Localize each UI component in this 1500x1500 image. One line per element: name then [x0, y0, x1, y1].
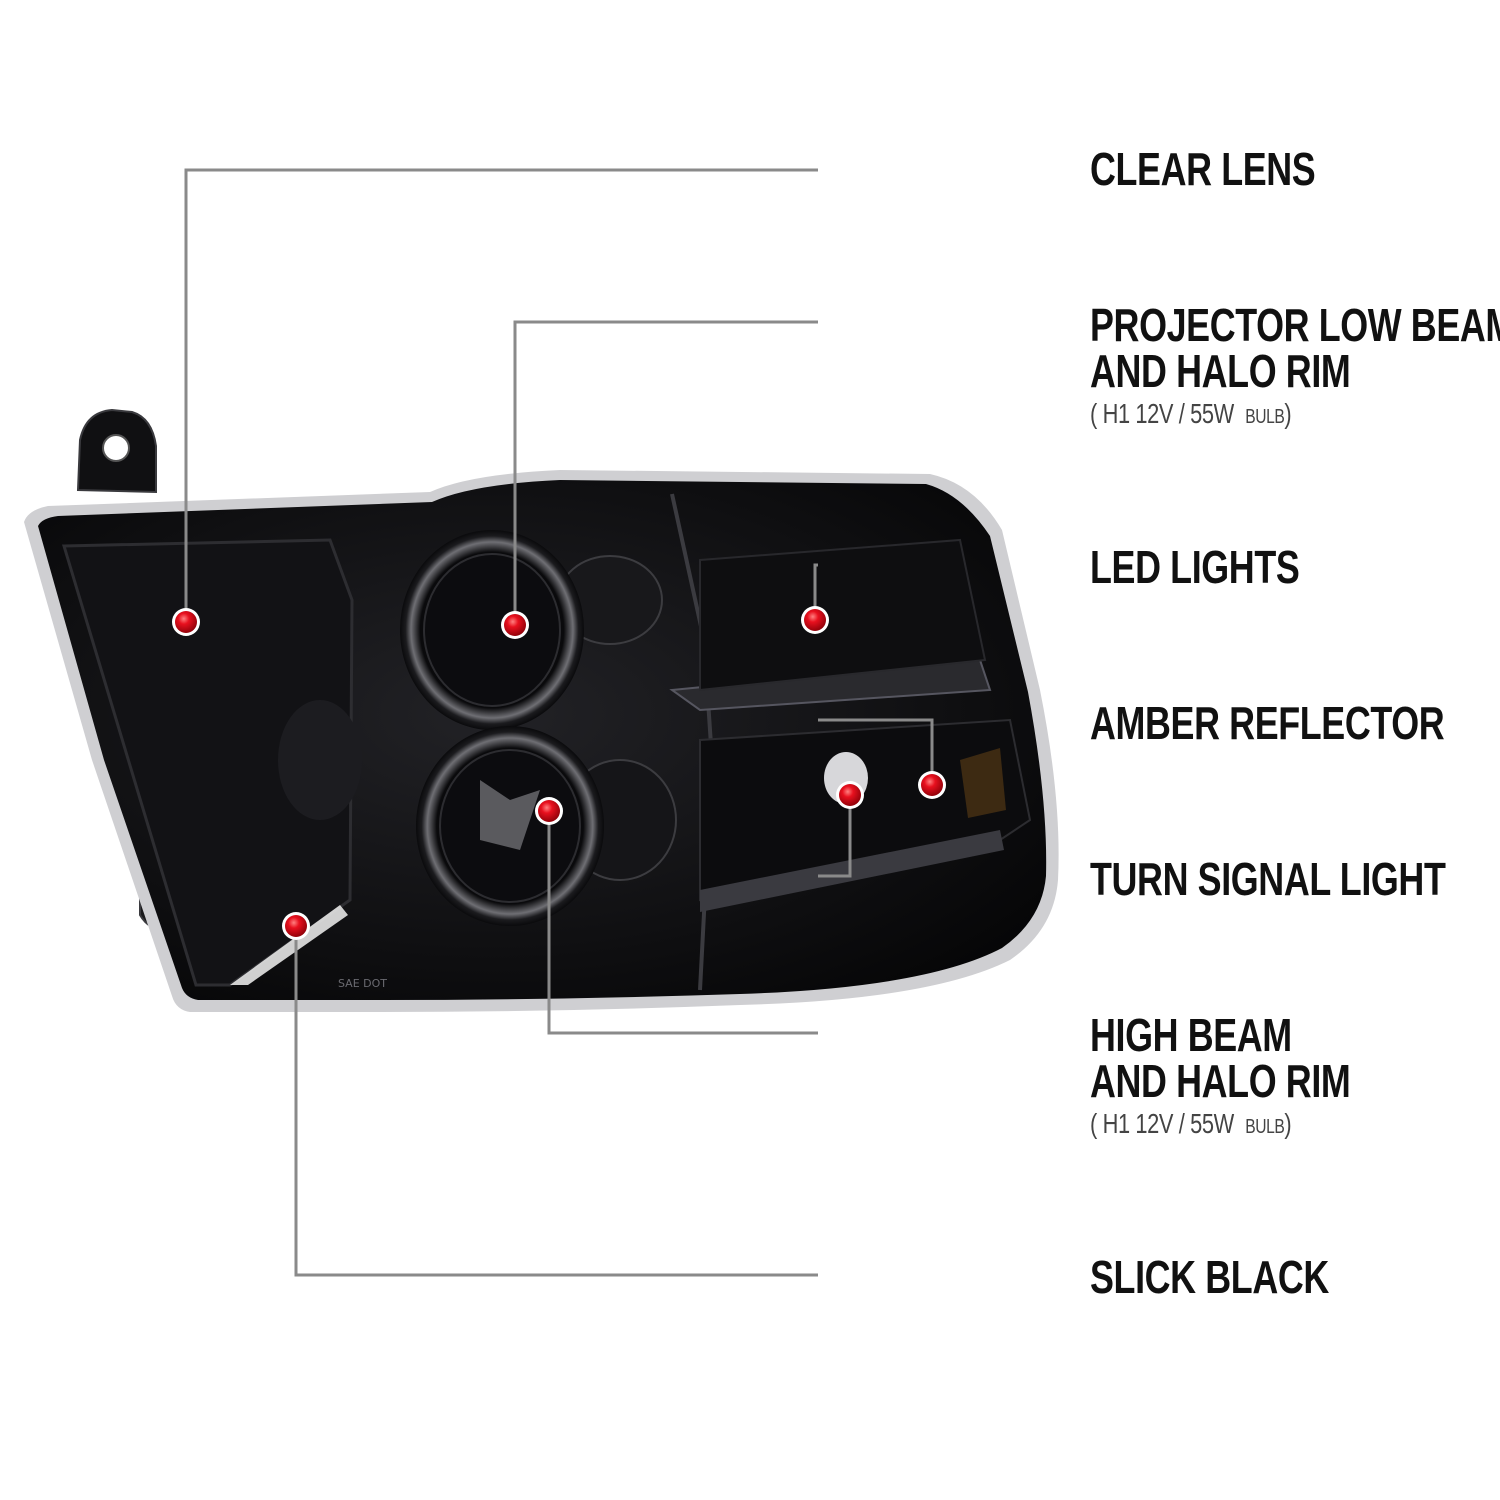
bulb-spec: ( H1 12V / 55W BULB): [1090, 1108, 1350, 1143]
clear-lens-panel: [61, 538, 354, 987]
callout-dot-clear-lens: [175, 611, 197, 633]
lens-reflection: [230, 905, 348, 985]
callout-title: HIGH BEAM: [1090, 1009, 1292, 1061]
leader-line-led-lights: [813, 563, 818, 620]
callout-high-beam: HIGH BEAM AND HALO RIM ( H1 12V / 55W BU…: [1090, 1009, 1351, 1143]
spec-main: H1 12V / 55W: [1102, 1108, 1235, 1139]
mount-hole-icon: [102, 434, 130, 462]
callout-dot-led-lights: [804, 609, 826, 631]
spec-main: H1 12V / 55W: [1102, 398, 1235, 429]
callout-dot-projector-low-beam: [504, 614, 526, 636]
callout-dot-amber-reflector: [921, 774, 943, 796]
callout-title-line-2: AND HALO RIM: [1090, 1055, 1351, 1107]
callout-projector-low-beam: PROJECTOR LOW BEAM AND HALO RIM ( H1 12V…: [1090, 302, 1500, 433]
lower-reflector: [699, 718, 1032, 902]
callout-title-line-2: AND HALO RIM: [1090, 345, 1351, 397]
headlight-housing: SAE DOT: [24, 408, 1059, 1012]
spec-bulb: BULB: [1245, 1116, 1285, 1138]
callout-slick-black: SLICK BLACK: [1090, 1254, 1329, 1300]
leader-line-high-beam: [547, 811, 818, 1035]
callout-title: PROJECTOR LOW BEAM: [1090, 299, 1500, 351]
callout-title: TURN SIGNAL LIGHT: [1090, 853, 1446, 905]
reflector-bar: [700, 830, 1004, 912]
callout-dot-high-beam: [538, 800, 560, 822]
callout-turn-signal-light: TURN SIGNAL LIGHT: [1090, 853, 1446, 905]
spec-close: ): [1284, 1108, 1292, 1139]
led-housing: [699, 538, 987, 692]
callout-title: LED LIGHTS: [1090, 541, 1300, 593]
side-reflector: [278, 700, 362, 820]
callout-amber-reflector: AMBER REFLECTOR: [1090, 697, 1445, 749]
lens-markings: SAE DOT: [338, 977, 387, 990]
bulb-spec: ( H1 12V / 55W BULB): [1090, 398, 1500, 433]
callout-title: CLEAR LENS: [1090, 143, 1316, 195]
leader-lines: [184, 168, 1078, 1277]
spec-open: (: [1090, 398, 1097, 429]
amber-reflector-shape: [960, 748, 1006, 818]
callout-dots: [172, 606, 946, 940]
callout-title: AMBER REFLECTOR: [1090, 697, 1445, 749]
callout-clear-lens: CLEAR LENS: [1090, 143, 1316, 195]
leader-line-projector-low-beam: [513, 320, 818, 625]
leader-line-slick-black: [294, 926, 818, 1277]
callout-dot-turn-signal-light: [839, 784, 861, 806]
lower-reflector-highlight: [480, 780, 540, 850]
upper-halo-inner: [423, 553, 561, 707]
spec-open: (: [1090, 1108, 1097, 1139]
callout-title: SLICK BLACK: [1090, 1251, 1329, 1303]
spec-close: ): [1284, 398, 1292, 429]
spec-bulb: BULB: [1245, 406, 1285, 428]
callout-led-lights: LED LIGHTS: [1090, 541, 1300, 593]
callout-dot-slick-black: [285, 915, 307, 937]
leader-line-clear-lens: [184, 168, 818, 622]
